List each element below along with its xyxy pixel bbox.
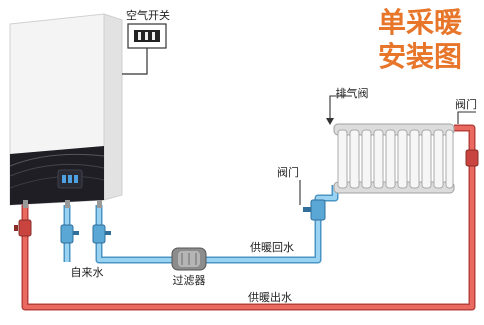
return-valve-boiler-icon [92, 224, 111, 244]
tap-water-valve-icon [60, 224, 79, 244]
boiler-outlet-stub [23, 200, 28, 208]
label-air-switch: 空气开关 [126, 8, 170, 22]
supply-valve-left-icon [14, 219, 32, 237]
label-return-water: 供暖回水 [250, 240, 294, 254]
exhaust-valve-icon [326, 95, 352, 125]
radiator-icon [333, 123, 455, 194]
label-valve-mid: 阀门 [277, 165, 299, 179]
boiler-tap-stub [65, 200, 70, 208]
filter-icon [171, 247, 207, 271]
supply-pipe [21, 124, 476, 311]
return-pipe [95, 185, 339, 264]
label-exhaust-valve: 排气阀 [336, 86, 369, 100]
supply-valve-right-icon [465, 149, 479, 167]
boiler-return-stub [97, 200, 102, 208]
boiler-icon [9, 13, 123, 206]
label-tap-water: 自来水 [71, 266, 104, 279]
air-switch-icon [127, 23, 167, 49]
return-valve-radiator-icon [303, 199, 326, 221]
title-line-1: 单采暖 [378, 6, 463, 39]
valve-right-pointer [457, 111, 476, 124]
label-valve-right: 阀门 [455, 97, 477, 111]
air-switch-wire [122, 48, 148, 75]
label-supply-water: 供暖出水 [248, 290, 292, 304]
title-line-2: 安装图 [378, 40, 462, 73]
label-filter: 过滤器 [173, 274, 206, 287]
